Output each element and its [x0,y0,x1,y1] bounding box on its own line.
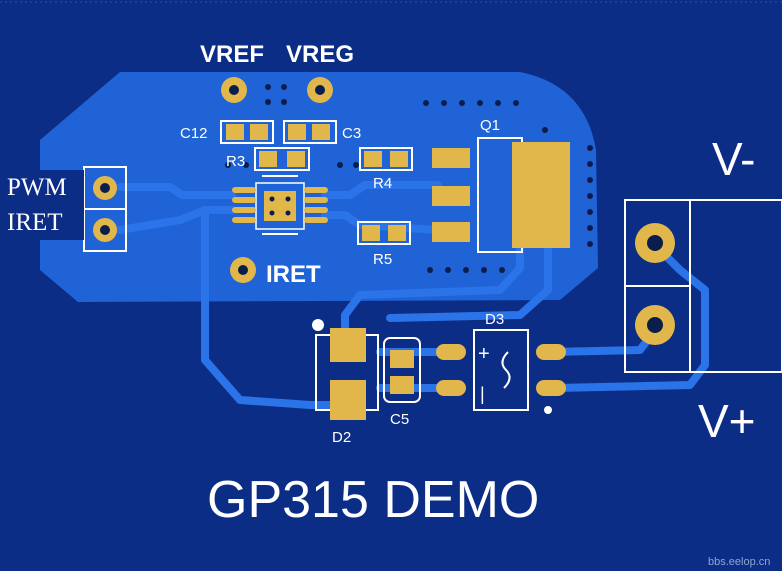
via-array [225,84,593,414]
ic-chip [232,175,328,235]
c3-label: C3 [342,125,361,142]
d3-label: D3 [485,311,504,328]
c3-capacitor [283,120,337,144]
board-title: GP315 DEMO [207,471,539,529]
v-plus-label: V+ [698,395,756,447]
c12-label: C12 [180,125,208,142]
d2-label: D2 [332,429,351,446]
vref-testpoint[interactable] [221,77,247,103]
c12-capacitor [220,120,274,144]
c5-label: C5 [390,411,409,428]
pwm-iret-connector [0,166,127,252]
iret-testpoint[interactable] [230,257,256,283]
r3-resistor [254,147,310,171]
output-terminal [624,199,782,373]
r5-resistor [357,221,411,245]
c5-capacitor [383,337,421,403]
watermark: bbs.eelop.cn [708,556,770,568]
r4-label: R4 [373,175,392,192]
iret-label: IRET [7,209,63,236]
pwm-label: PWM [7,174,67,201]
iret-pad-label: IRET [266,261,321,288]
r3-label: R3 [226,153,245,170]
q1-transistor [432,137,570,253]
v-minus-label: V- [712,133,755,185]
d3-plus-mark: + [478,343,490,365]
vref-label: VREF [200,41,264,68]
d3-bridge [436,329,566,411]
q1-label: Q1 [480,117,500,134]
d3-minus-mark: | [480,384,485,404]
r4-resistor [359,147,413,171]
vreg-testpoint[interactable] [307,77,333,103]
vreg-label: VREG [286,41,354,68]
d2-diode [312,319,379,420]
r5-label: R5 [373,251,392,268]
